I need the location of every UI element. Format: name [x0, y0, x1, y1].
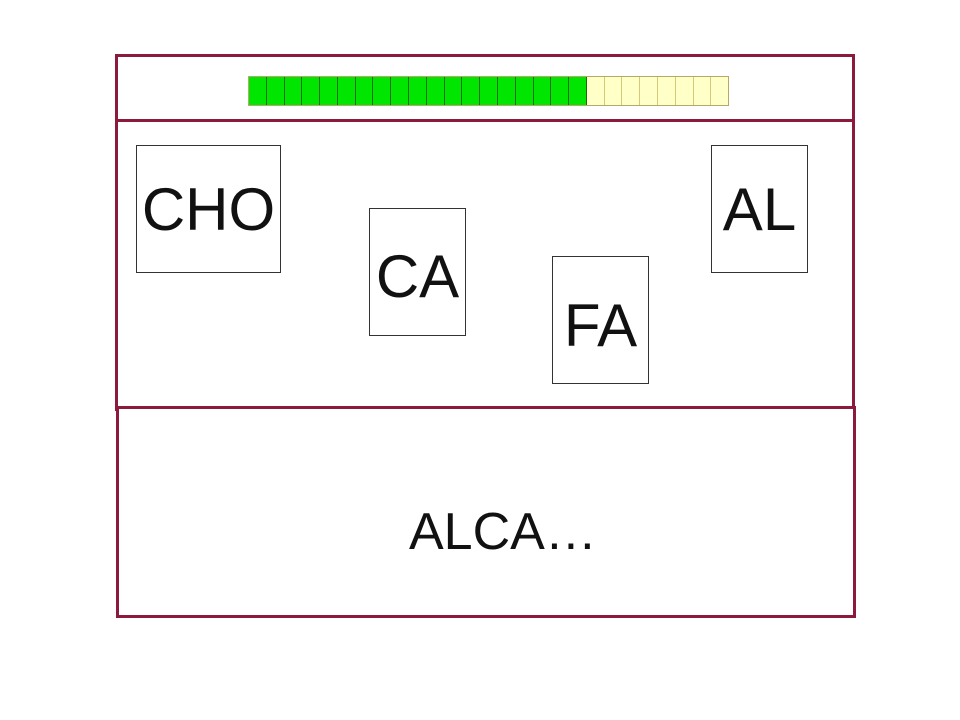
answer-panel [116, 406, 856, 618]
syllable-card-cho[interactable]: CHO [136, 145, 281, 273]
syllable-card-label: FA [563, 291, 638, 359]
progress-segment-empty [711, 77, 729, 105]
answer-word: ALCA… [409, 503, 597, 561]
progress-segment-empty [622, 77, 641, 105]
progress-segment-filled [444, 77, 463, 105]
progress-segment-empty [604, 77, 623, 105]
syllable-card-label: CHO [141, 175, 276, 243]
progress-segment-filled [497, 77, 516, 105]
progress-segment-filled [355, 77, 374, 105]
syllable-card-label: CA [375, 242, 460, 310]
progress-segment-filled [373, 77, 392, 105]
syllable-card-fa[interactable]: FA [552, 256, 649, 384]
progress-segment-filled [533, 77, 552, 105]
progress-segment-filled [551, 77, 570, 105]
progress-segment-filled [409, 77, 427, 105]
progress-bar [248, 76, 729, 106]
progress-segment-filled [284, 77, 303, 105]
progress-segment-filled [266, 77, 285, 105]
progress-segment-empty [657, 77, 676, 105]
progress-segment-filled [462, 77, 481, 105]
progress-segment-filled [337, 77, 356, 105]
progress-segment-filled [569, 77, 587, 105]
syllable-card-al[interactable]: AL [711, 145, 808, 273]
progress-segment-filled [426, 77, 445, 105]
progress-segment-filled [515, 77, 534, 105]
syllable-card-label: AL [722, 175, 797, 243]
progress-segment-filled [249, 77, 267, 105]
progress-segment-empty [640, 77, 658, 105]
syllable-card-ca[interactable]: CA [369, 208, 466, 336]
progress-segment-filled [320, 77, 338, 105]
progress-segment-empty [675, 77, 694, 105]
progress-segment-filled [302, 77, 321, 105]
progress-segment-filled [391, 77, 410, 105]
progress-segment-filled [480, 77, 498, 105]
progress-segment-empty [693, 77, 712, 105]
progress-segment-empty [586, 77, 605, 105]
